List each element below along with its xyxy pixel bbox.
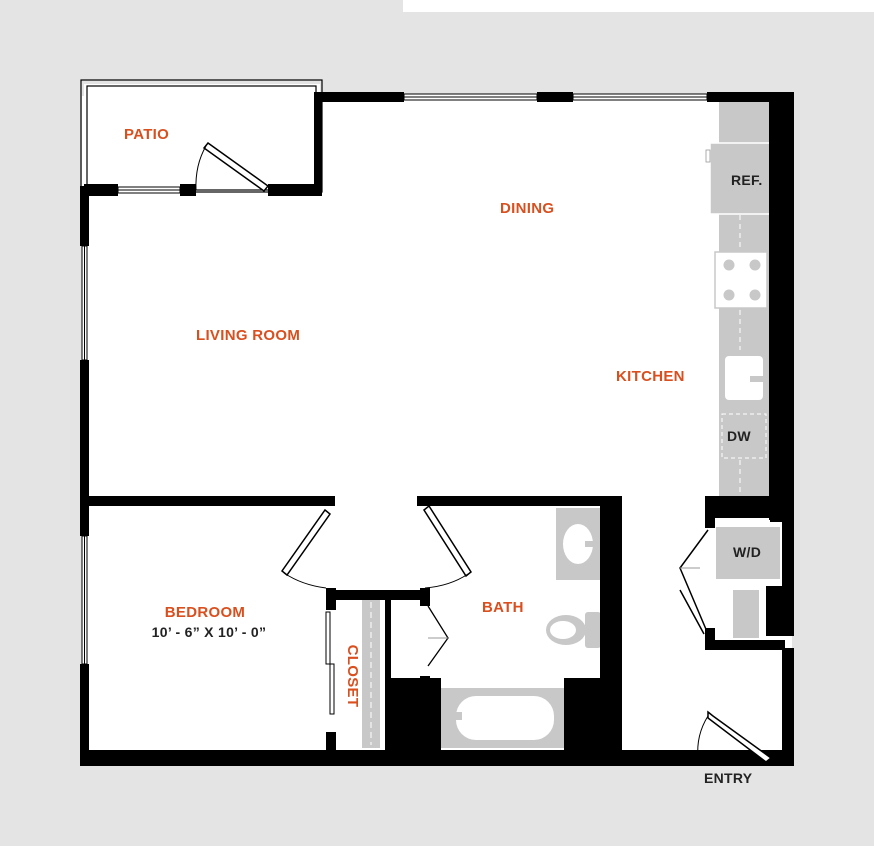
stove-icon bbox=[714, 251, 768, 309]
sink-icon bbox=[725, 356, 764, 400]
walls bbox=[80, 92, 794, 766]
washer-dryer bbox=[716, 527, 780, 638]
entry-label: ENTRY bbox=[704, 770, 753, 786]
bath-label: BATH bbox=[482, 599, 524, 616]
top-strip bbox=[403, 0, 874, 12]
dining-label: DINING bbox=[500, 200, 555, 217]
closet-label: CLOSET bbox=[344, 644, 361, 708]
living-room-label: LIVING ROOM bbox=[196, 327, 301, 344]
bedroom-dimensions: 10’ - 6” X 10’ - 0” bbox=[151, 624, 267, 640]
dishwasher bbox=[721, 413, 767, 459]
dishwasher-label: DW bbox=[727, 428, 751, 444]
kitchen-label: KITCHEN bbox=[616, 368, 685, 385]
refrigerator-label: REF. bbox=[731, 172, 763, 188]
toilet-icon bbox=[546, 612, 601, 648]
window-icon bbox=[81, 93, 708, 665]
washer-dryer-label: W/D bbox=[733, 544, 762, 560]
patio-label: PATIO bbox=[124, 126, 170, 143]
door-swing-icon bbox=[195, 141, 773, 763]
closet-shelf bbox=[362, 598, 380, 748]
bathtub-icon bbox=[441, 688, 565, 748]
bath-sink-icon bbox=[556, 508, 600, 580]
bedroom-label: BEDROOM bbox=[164, 604, 246, 621]
